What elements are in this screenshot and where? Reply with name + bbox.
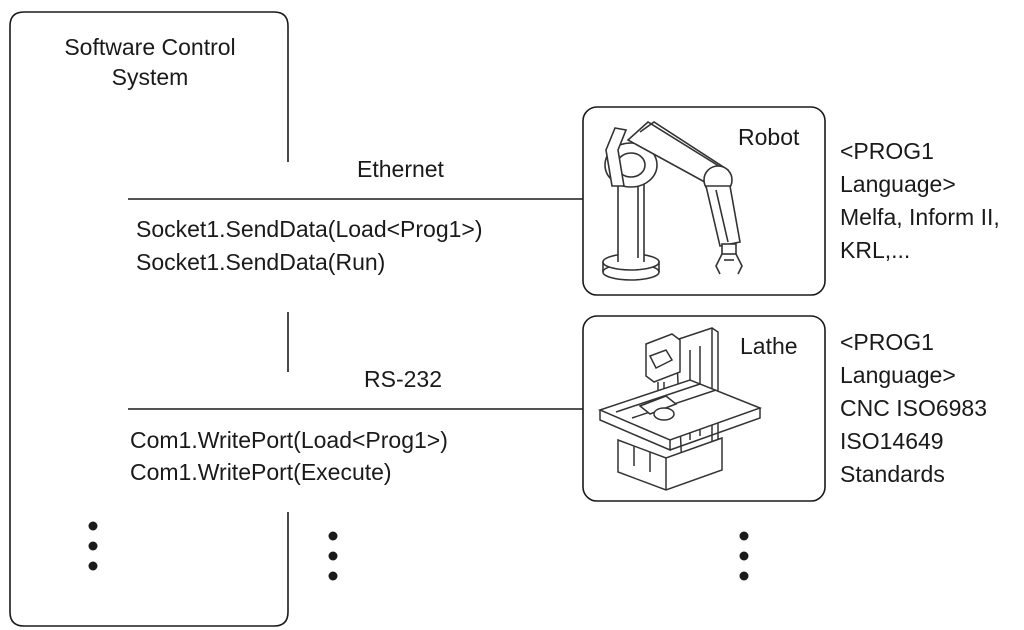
lathe-language-line: <PROG1 [840,329,934,355]
robot-box [582,106,826,296]
robot-language-line: <PROG1 [840,138,934,164]
ellipsis-dots-devices [739,531,749,581]
channel-name-ethernet: Ethernet [357,156,444,182]
ellipsis-dots-system [88,521,98,571]
lathe-language-line: Standards [840,461,945,487]
system-title-line2: System [111,64,189,90]
robot-language-line: Melfa, Inform II, [840,204,1000,230]
channel-name-rs232: RS-232 [364,366,442,392]
lathe-language-line: Language> [840,362,956,388]
robot-arm-icon [602,121,743,281]
command-line: Com1.WritePort(Execute) [130,459,392,485]
device-name-robot: Robot [738,124,800,150]
lathe-language-line: CNC ISO6983 [840,395,988,421]
command-line: Socket1.SendData(Load<Prog1>) [136,216,483,242]
device-name-lathe: Lathe [740,333,798,359]
system-box [9,11,289,627]
system-title-line1: Software Control [64,34,236,60]
ellipsis-dots-channels [328,531,338,581]
lathe-language-line: ISO14649 [840,428,944,454]
lathe-machine-icon [597,327,763,491]
robot-language-line: Language> [840,171,956,197]
lathe-box [582,315,826,502]
command-line: Socket1.SendData(Run) [136,249,386,275]
robot-language-line: KRL,... [840,237,911,263]
command-line: Com1.WritePort(Load<Prog1>) [130,427,448,453]
